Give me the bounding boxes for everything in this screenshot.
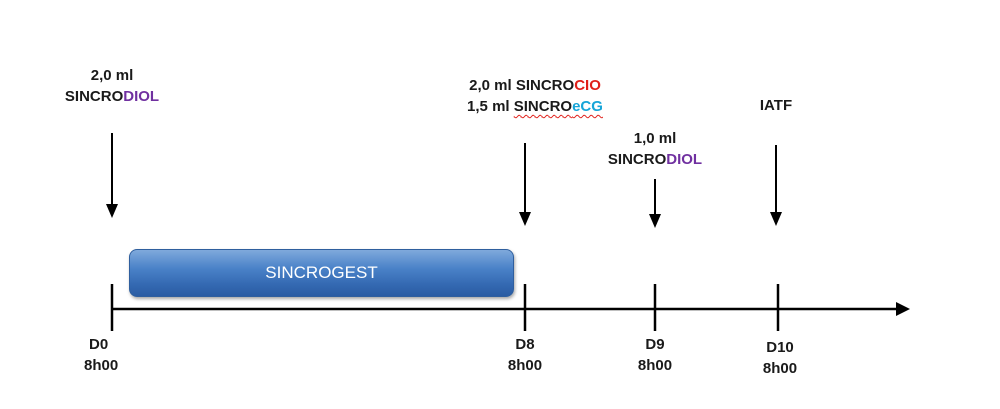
- arrow-d8: [519, 143, 531, 226]
- event-line-sincrocio: 2,0 ml SINCROCIO: [469, 77, 601, 94]
- event-product: SINCRODIOL: [64, 88, 160, 105]
- event-iatf: IATF: [759, 97, 793, 114]
- event-label-d0: 2,0 ml SINCRODIOL: [52, 65, 172, 107]
- event-label-d10: IATF: [736, 95, 816, 116]
- arrow-d10: [770, 145, 782, 226]
- event-line-sincroecg: 1,5 ml SINCROeCG: [467, 98, 603, 115]
- event-label-d8: 2,0 ml SINCROCIO 1,5 ml SINCROeCG: [440, 75, 630, 117]
- day-label-d0: D0 8h00: [84, 336, 119, 374]
- timeline-arrowhead: [896, 302, 910, 316]
- day-label-d9: D9 8h00: [637, 336, 673, 374]
- day-label-d10: D10 8h00: [762, 339, 798, 377]
- day-label-d8: D8 8h00: [507, 336, 543, 374]
- event-label-d9: 1,0 ml SINCRODIOL: [595, 128, 715, 170]
- arrow-d0: [106, 133, 118, 218]
- event-volume: 1,0 ml: [633, 130, 677, 147]
- event-volume: 2,0 ml: [90, 67, 134, 84]
- arrow-d9: [649, 179, 661, 228]
- event-product: SINCRODIOL: [607, 151, 703, 168]
- sincrogest-bar: SINCROGEST: [129, 249, 514, 297]
